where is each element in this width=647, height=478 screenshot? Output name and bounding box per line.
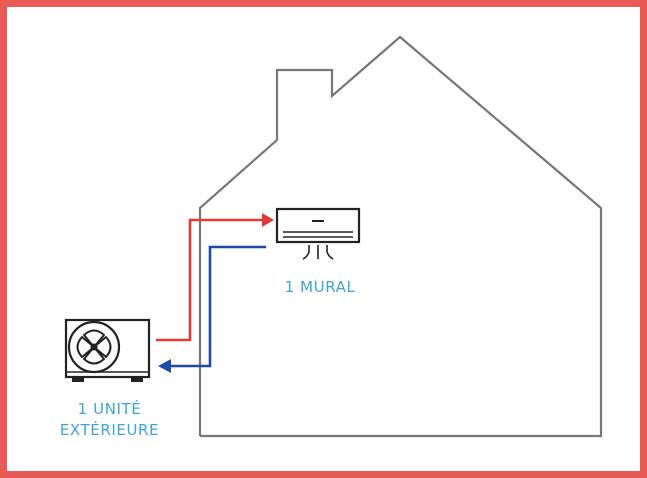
wall-mounted-ac-icon bbox=[275, 207, 361, 260]
supply-pipe bbox=[156, 213, 274, 342]
return-pipe bbox=[158, 245, 266, 373]
outdoor-unit-label-line1: 1 UNITÉ bbox=[77, 400, 142, 418]
house-outline-icon bbox=[198, 35, 603, 438]
outdoor-unit-label: 1 UNITÉ EXTÉRIEURE bbox=[42, 399, 177, 441]
indoor-unit-label: 1 MURAL bbox=[284, 278, 356, 296]
outdoor-unit-label-line2: EXTÉRIEURE bbox=[59, 421, 160, 439]
supply-arrowhead-icon bbox=[262, 213, 274, 227]
outdoor-fan-unit-icon bbox=[64, 318, 151, 382]
return-arrowhead-icon bbox=[158, 359, 171, 373]
